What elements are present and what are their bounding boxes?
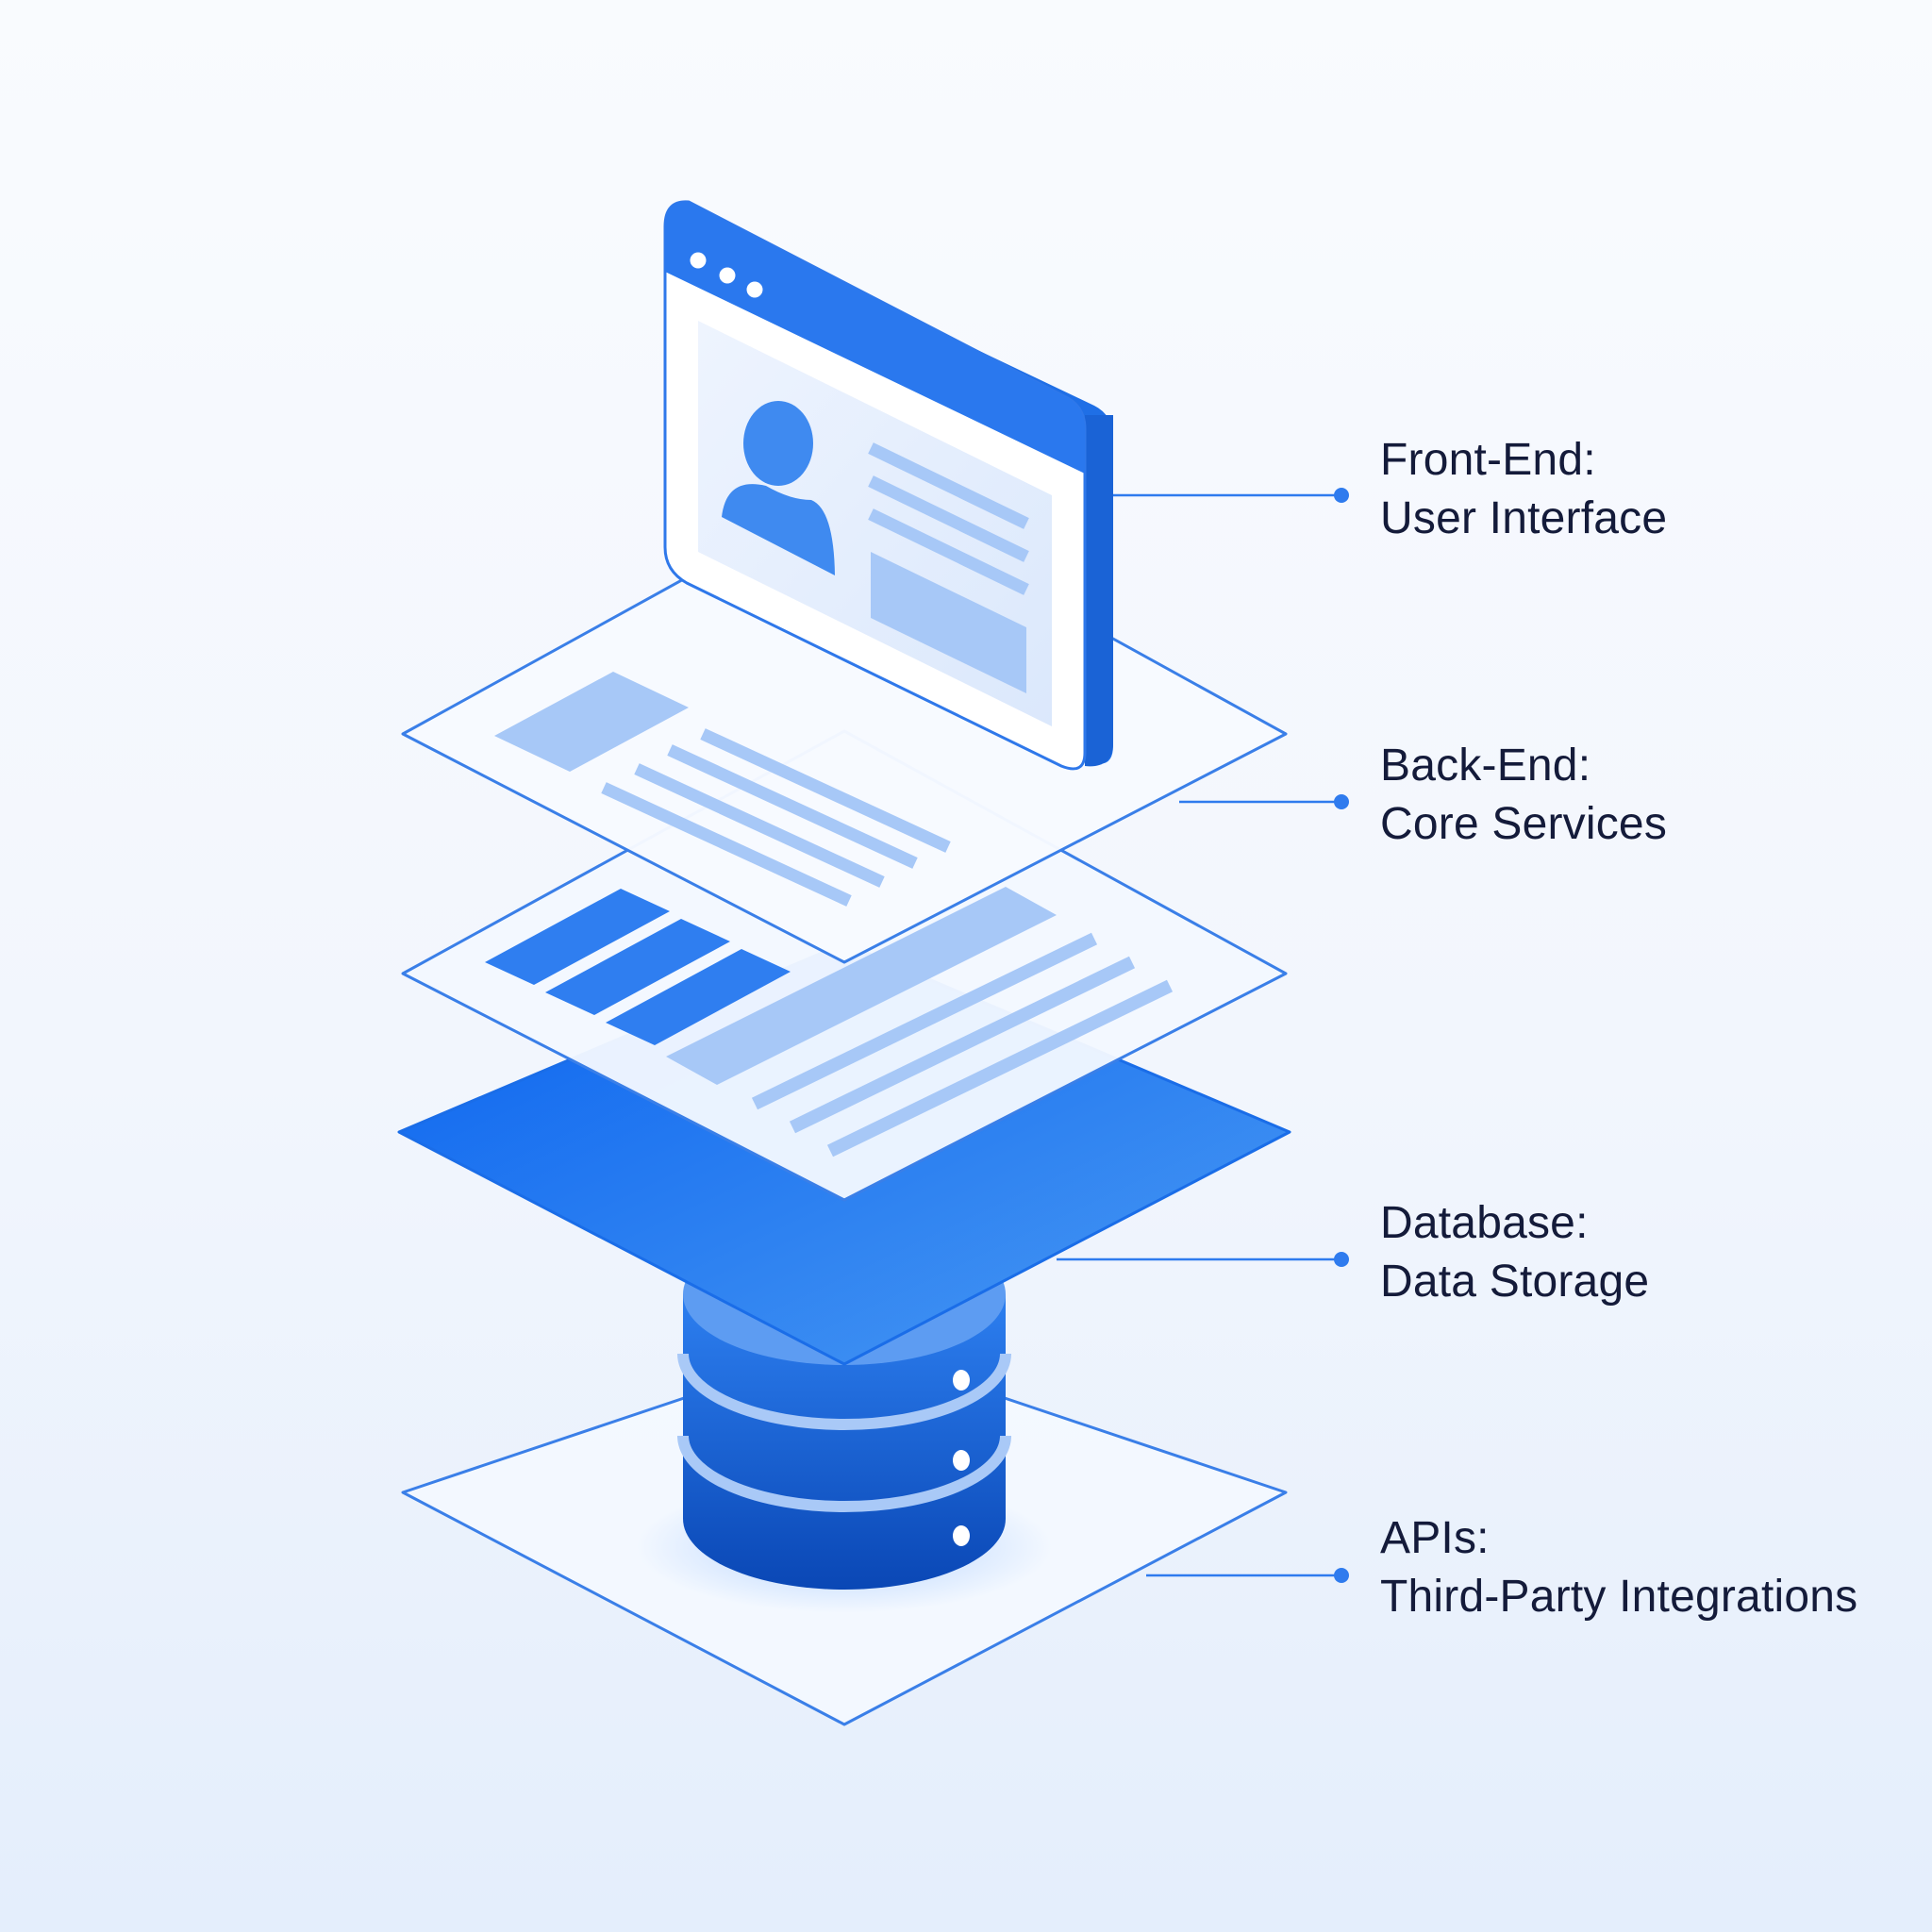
connector-lines <box>1057 493 1341 1577</box>
label-frontend: Front-End: User Interface <box>1380 431 1667 548</box>
label-database-title: Database: <box>1380 1198 1589 1248</box>
profile-text-lines-icon <box>868 442 1029 595</box>
label-apis: APIs: Third-Party Integrations <box>1380 1509 1857 1626</box>
text-lines-icon <box>751 932 1174 1158</box>
backend-lower-plate <box>401 729 1288 1202</box>
connector-dot-backend <box>1334 794 1349 809</box>
label-backend-title: Back-End: <box>1380 741 1591 791</box>
label-backend: Back-End: Core Services <box>1380 737 1667 854</box>
connector-dot-database <box>1334 1252 1349 1267</box>
connector-dots <box>1334 488 1349 1583</box>
label-database: Database: Data Storage <box>1380 1194 1649 1311</box>
window-controls-icon <box>690 252 763 298</box>
content-panel-icon <box>601 728 951 907</box>
label-apis-subtitle: Third-Party Integrations <box>1380 1572 1858 1622</box>
browser-window-icon <box>663 200 1113 771</box>
backend-upper-plate <box>401 489 1288 964</box>
label-frontend-title: Front-End: <box>1380 435 1596 485</box>
database-cylinder-icon <box>677 1224 1011 1590</box>
connector-dot-apis <box>1334 1568 1349 1583</box>
data-bars-icon <box>485 889 791 1045</box>
label-apis-title: APIs: <box>1380 1513 1490 1563</box>
label-backend-subtitle: Core Services <box>1380 799 1668 849</box>
user-avatar-icon <box>722 401 835 575</box>
label-database-subtitle: Data Storage <box>1380 1257 1650 1307</box>
label-frontend-subtitle: User Interface <box>1380 493 1668 543</box>
connector-dot-frontend <box>1334 488 1349 503</box>
